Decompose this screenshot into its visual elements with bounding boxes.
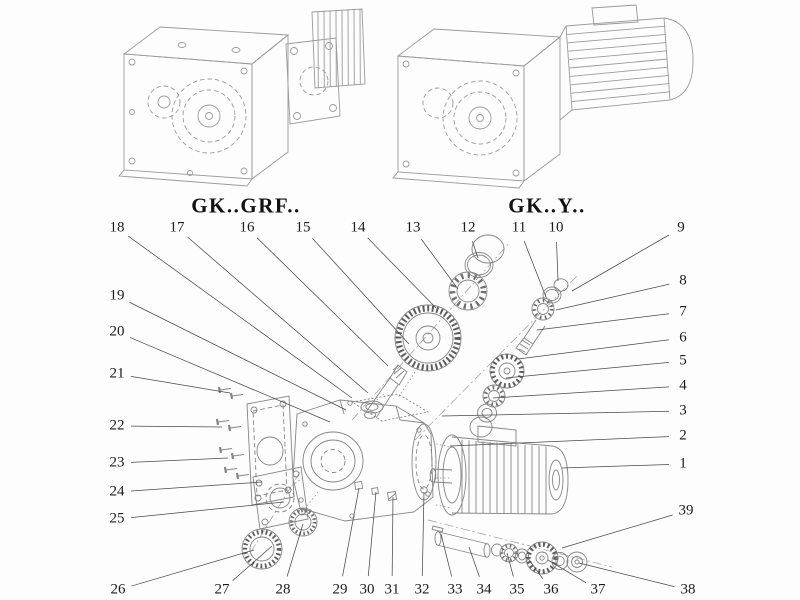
- leader-line-part-23: [130, 457, 229, 463]
- input-pinion-cluster: [469, 278, 569, 438]
- variant-label-gk-grf: GK..GRF..: [191, 193, 301, 218]
- mounting-bolts: [215, 386, 250, 480]
- leader-line-part-37: [547, 559, 587, 584]
- leader-line-part-34: [468, 546, 480, 577]
- leader-line-part-8: [555, 283, 670, 311]
- shim-ring-discs: [241, 507, 318, 570]
- leader-line-part-14: [367, 237, 437, 309]
- leader-line-part-20: [129, 337, 331, 423]
- leader-line-part-36: [526, 556, 544, 579]
- leader-line-part-16: [256, 237, 389, 367]
- leader-line-part-22: [130, 425, 223, 428]
- output-shaft-assembly: [431, 525, 588, 575]
- leader-line-part-10: [556, 241, 559, 282]
- leader-line-part-5: [505, 361, 670, 379]
- gearbox-y-drawing: [392, 4, 694, 189]
- leader-line-part-26: [131, 549, 255, 587]
- input-flange-plate: [246, 395, 295, 506]
- leader-line-part-18: [128, 235, 353, 399]
- motor-drawing: [429, 425, 569, 516]
- leader-line-part-12: [472, 241, 479, 259]
- leader-line-part-29: [342, 487, 360, 577]
- leader-line-part-15: [312, 238, 410, 345]
- leader-line-part-4: [492, 386, 670, 399]
- leader-line-part-39: [561, 514, 673, 549]
- leader-line-part-33: [440, 533, 452, 577]
- leader-line-part-21: [130, 375, 231, 394]
- leader-line-part-28: [286, 523, 304, 577]
- gearbox-grf-drawing: [118, 8, 366, 187]
- leader-line-part-1: [561, 464, 670, 469]
- leader-line-part-19: [129, 301, 347, 411]
- alignment-dotted-lines: [281, 371, 453, 516]
- leader-line-part-24: [130, 481, 263, 492]
- leader-line-part-7: [536, 313, 670, 331]
- leader-line-part-17: [187, 236, 369, 394]
- leader-line-part-38: [578, 562, 675, 587]
- leader-line-part-32: [421, 491, 425, 577]
- leader-line-part-27: [232, 545, 273, 582]
- leader-line-part-6: [517, 339, 670, 360]
- leader-line-part-9: [571, 234, 670, 292]
- intermediate-gear-cluster: [364, 234, 505, 420]
- leader-line-part-3: [441, 410, 670, 417]
- variant-label-gk-y: GK..Y..: [508, 193, 586, 218]
- motor-top-drawing: [559, 4, 694, 121]
- leader-line-part-35: [506, 552, 514, 577]
- housing: [292, 393, 437, 522]
- leader-line-part-25: [130, 501, 285, 518]
- leader-line-part-11: [523, 240, 547, 298]
- leader-line-part-30: [367, 491, 377, 577]
- leader-line-part-2: [449, 436, 670, 447]
- leader-line-part-13: [421, 239, 459, 290]
- leader-lines-layer: [128, 234, 675, 587]
- leader-line-part-31: [391, 496, 394, 577]
